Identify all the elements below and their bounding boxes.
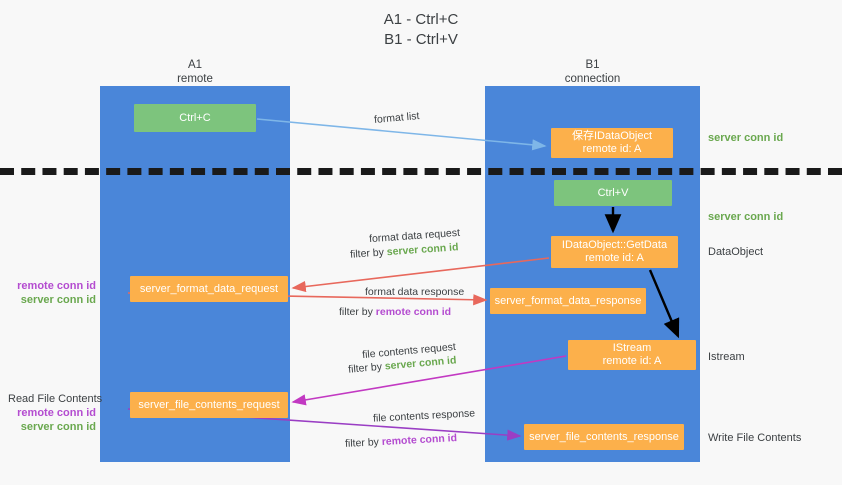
node-server-file-contents-response-label: server_file_contents_response bbox=[529, 430, 679, 443]
node-server-format-data-request-label: server_format_data_request bbox=[139, 282, 279, 295]
node-server-file-contents-response[interactable]: server_file_contents_response bbox=[524, 424, 684, 450]
annotation-write-file-contents: Write File Contents bbox=[708, 432, 802, 444]
filter-key-server-conn-id: server conn id bbox=[386, 241, 459, 259]
lane-header-b1: B1 connection bbox=[485, 58, 700, 86]
node-idataobject-getdata[interactable]: IDataObject::GetData remote id: A bbox=[551, 236, 678, 268]
node-ctrl-c-label: Ctrl+C bbox=[179, 111, 211, 124]
lane-b1-sub: connection bbox=[564, 73, 621, 85]
node-ctrl-c[interactable]: Ctrl+C bbox=[134, 104, 256, 132]
edge-label-format-data-request-filter: filter by server conn id bbox=[350, 240, 459, 262]
node-save-idataobject-label: 保存IDataObject bbox=[571, 130, 653, 142]
phase-divider bbox=[0, 168, 842, 175]
node-server-format-data-response-label: server_format_data_response bbox=[494, 294, 642, 307]
edge-label-file-contents-response-filter: filter by remote conn id bbox=[345, 431, 458, 451]
node-save-idataobject-sublabel: remote id: A bbox=[582, 143, 642, 155]
lane-a1-name: A1 bbox=[187, 59, 203, 71]
node-save-idataobject[interactable]: 保存IDataObject remote id: A bbox=[551, 128, 673, 158]
title-line-1: A1 - Ctrl+C bbox=[383, 11, 459, 28]
annotation-read-file-contents: Read File Contents bbox=[8, 393, 103, 405]
edge-label-format-list: format list bbox=[373, 110, 420, 126]
filter-key-remote-conn-id: remote conn id bbox=[375, 306, 452, 318]
lane-b1-name: B1 bbox=[585, 59, 600, 71]
annotation-conn-id-pair-top: remote conn id server conn id bbox=[8, 279, 96, 307]
filter-prefix: filter by bbox=[344, 436, 383, 450]
node-istream-sublabel: remote id: A bbox=[602, 355, 662, 367]
node-ctrl-v-label: Ctrl+V bbox=[597, 186, 629, 199]
node-istream-label: IStream bbox=[612, 342, 652, 354]
annotation-server-conn-id-top: server conn id bbox=[708, 132, 784, 144]
node-getdata-sublabel: remote id: A bbox=[585, 252, 644, 264]
title-line-2: B1 - Ctrl+V bbox=[384, 31, 458, 48]
node-server-format-data-response[interactable]: server_format_data_response bbox=[490, 288, 646, 314]
node-server-format-data-request[interactable]: server_format_data_request bbox=[130, 276, 288, 302]
annotation-remote-conn-id: remote conn id bbox=[17, 280, 96, 292]
annotation-conn-id-pair-bottom: remote conn id server conn id bbox=[8, 406, 96, 434]
node-ctrl-v[interactable]: Ctrl+V bbox=[554, 180, 672, 206]
node-getdata-label: IDataObject::GetData bbox=[561, 239, 668, 251]
annotation-istream: Istream bbox=[708, 351, 745, 363]
edge-label-format-data-response: format data response bbox=[365, 286, 465, 298]
annotation-server-conn-id-second: server conn id bbox=[708, 211, 784, 223]
node-server-file-contents-request-label: server_file_contents_request bbox=[138, 398, 280, 411]
edge-label-format-data-response-filter: filter by remote conn id bbox=[339, 305, 451, 319]
annotation-server-conn-id: server conn id bbox=[20, 294, 96, 306]
annotation-remote-conn-id: remote conn id bbox=[17, 407, 96, 419]
lane-header-a1: A1 remote bbox=[100, 58, 290, 86]
filter-prefix: filter by bbox=[349, 246, 388, 261]
annotation-server-conn-id: server conn id bbox=[20, 421, 96, 433]
node-server-file-contents-request[interactable]: server_file_contents_request bbox=[130, 392, 288, 418]
filter-prefix: filter by bbox=[339, 306, 376, 318]
node-istream[interactable]: IStream remote id: A bbox=[568, 340, 696, 370]
annotation-dataobject: DataObject bbox=[708, 246, 764, 258]
lane-a1-sub: remote bbox=[177, 73, 213, 85]
edge-label-file-contents-response: file contents response bbox=[372, 407, 476, 425]
diagram-title: A1 - Ctrl+C B1 - Ctrl+V bbox=[0, 10, 842, 50]
filter-prefix: filter by bbox=[347, 360, 386, 376]
filter-key-remote-conn-id: remote conn id bbox=[381, 432, 458, 448]
